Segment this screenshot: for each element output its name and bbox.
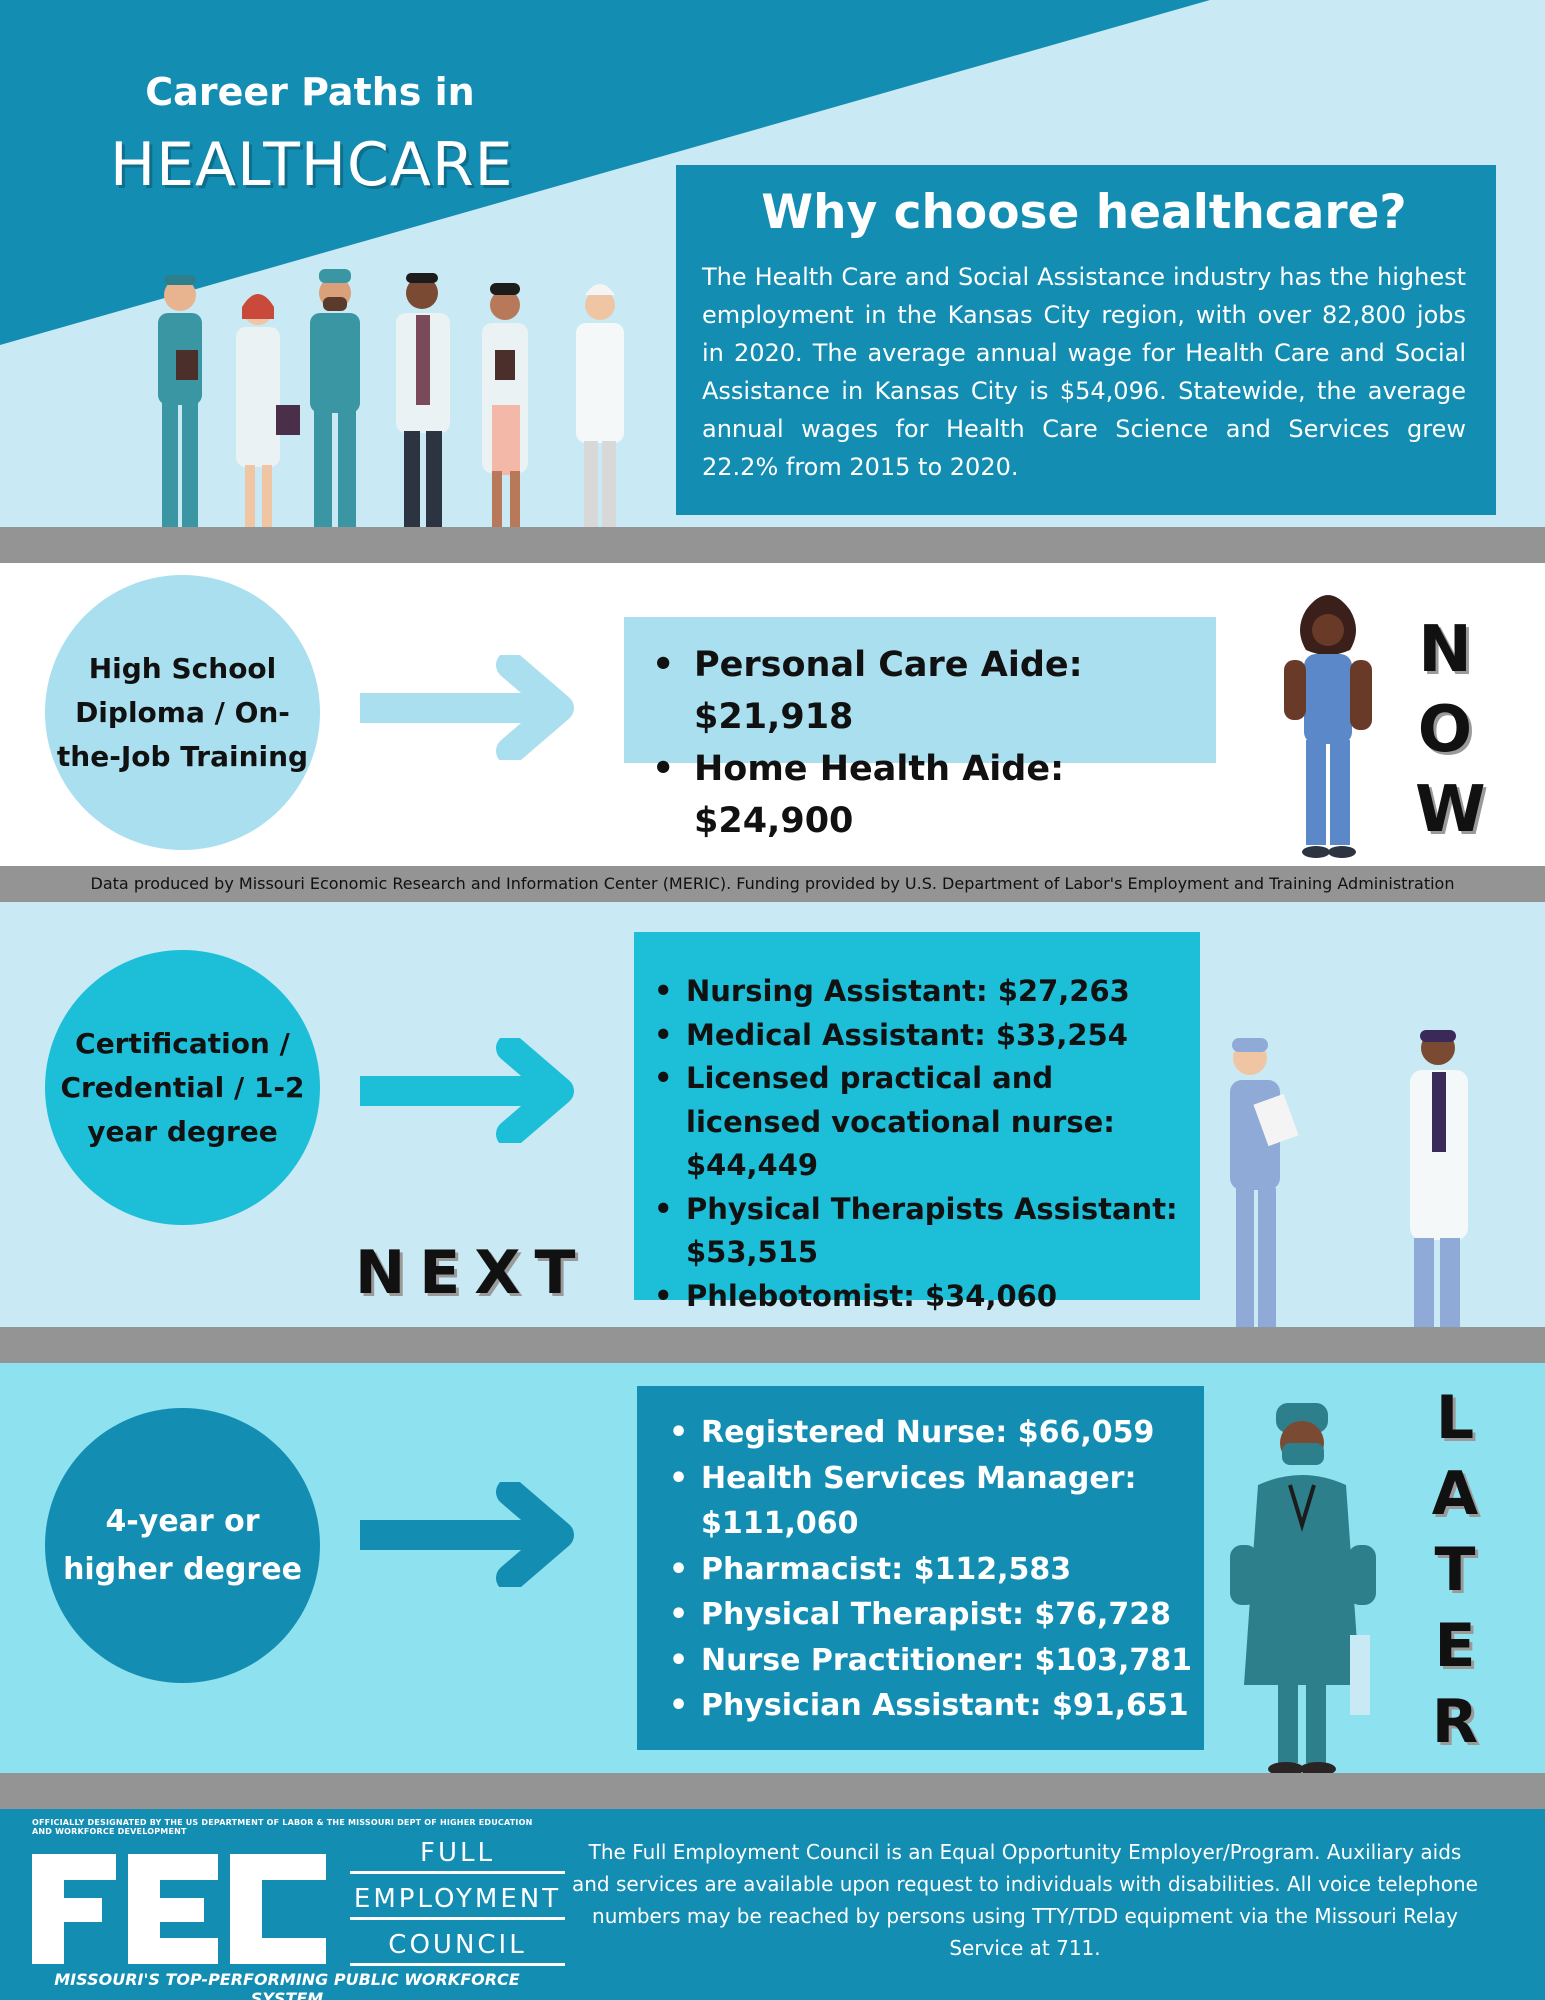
- now-jobs-box: Personal Care Aide: $21,918 Home Health …: [624, 617, 1216, 841]
- hero-background-shape: [0, 0, 1210, 345]
- now-job-item: Personal Care Aide: $21,918: [652, 639, 1216, 743]
- page-title-line2: HEALTHCARE: [110, 130, 514, 200]
- fec-logo: FULL EMPLOYMENT COUNCIL: [32, 1818, 565, 1993]
- fec-logo-tagline: OFFICIALLY DESIGNATED BY THE US DEPARTME…: [32, 1818, 533, 1836]
- next-floor-divider: [0, 1327, 1545, 1363]
- doctors-illustration: [1230, 1030, 1468, 1341]
- arrow-right-icon: [360, 1038, 574, 1143]
- fec-word-council: COUNCIL: [350, 1930, 565, 1966]
- arrow-right-icon: [360, 1482, 574, 1587]
- later-floor-divider: [0, 1773, 1545, 1809]
- later-job-item: Pharmacist: $112,583: [667, 1547, 1194, 1593]
- next-job-item: Nursing Assistant: $27,263: [652, 970, 1190, 1014]
- next-education-label: Certification / Credential / 1-2 year de…: [60, 1026, 305, 1148]
- later-education-label: 4-year or higher degree: [63, 1503, 302, 1587]
- healthcare-staff-illustration: [156, 269, 624, 557]
- why-healthcare-box: Why choose healthcare? The Health Care a…: [676, 165, 1496, 515]
- now-jobs-list: Personal Care Aide: $21,918 Home Health …: [652, 639, 1216, 847]
- fec-letters-mark: [32, 1854, 326, 1964]
- next-job-item: Medical Assistant: $33,254: [652, 1014, 1190, 1058]
- fec-logo-motto: MISSOURI'S TOP-PERFORMING PUBLIC WORKFOR…: [54, 1970, 520, 2000]
- now-job-item: Home Health Aide: $24,900: [652, 743, 1216, 847]
- later-jobs-box: Registered Nurse: $66,059 Health Service…: [637, 1386, 1204, 1750]
- equal-opportunity-notice: The Full Employment Council is an Equal …: [572, 1840, 1478, 1960]
- later-job-item: Health Services Manager: $111,060: [667, 1456, 1194, 1547]
- arrow-right-icon: [360, 655, 574, 760]
- next-job-item: Phlebotomist: $34,060: [652, 1275, 1190, 1319]
- next-stage-word: NEXT: [355, 1238, 590, 1308]
- later-job-item: Nurse Practitioner: $103,781: [667, 1638, 1194, 1684]
- fec-word-employment: EMPLOYMENT: [350, 1884, 565, 1920]
- next-job-item: Physical Therapists Assistant: $53,515: [652, 1188, 1190, 1275]
- data-credit-bar: Data produced by Missouri Economic Resea…: [0, 866, 1545, 902]
- fec-word-full: FULL: [350, 1838, 565, 1874]
- surgeon-illustration: [1230, 1403, 1376, 1776]
- later-stage-word: LATER: [1431, 1383, 1479, 1757]
- later-education-circle: 4-year or higher degree: [45, 1408, 320, 1683]
- next-jobs-box: Nursing Assistant: $27,263 Medical Assis…: [634, 932, 1200, 1318]
- later-job-item: Registered Nurse: $66,059: [667, 1410, 1194, 1456]
- hero-floor-divider: [0, 527, 1545, 563]
- now-stage-word: NOW: [1415, 613, 1486, 847]
- later-job-item: Physician Assistant: $91,651: [667, 1683, 1194, 1729]
- nurse-illustration: [1284, 595, 1372, 858]
- why-healthcare-body: The Health Care and Social Assistance in…: [702, 263, 1466, 481]
- later-job-item: Physical Therapist: $76,728: [667, 1592, 1194, 1638]
- page-title-line1: Career Paths in: [145, 70, 475, 114]
- now-education-circle: High School Diploma / On-the-Job Trainin…: [45, 575, 320, 850]
- next-jobs-list: Nursing Assistant: $27,263 Medical Assis…: [652, 970, 1190, 1318]
- next-education-circle: Certification / Credential / 1-2 year de…: [45, 950, 320, 1225]
- later-jobs-list: Registered Nurse: $66,059 Health Service…: [667, 1410, 1194, 1729]
- next-job-item: Licensed practical and licensed vocation…: [652, 1057, 1190, 1188]
- now-education-label: High School Diploma / On-the-Job Trainin…: [56, 651, 309, 773]
- why-healthcare-title: Why choose healthcare?: [761, 185, 1407, 240]
